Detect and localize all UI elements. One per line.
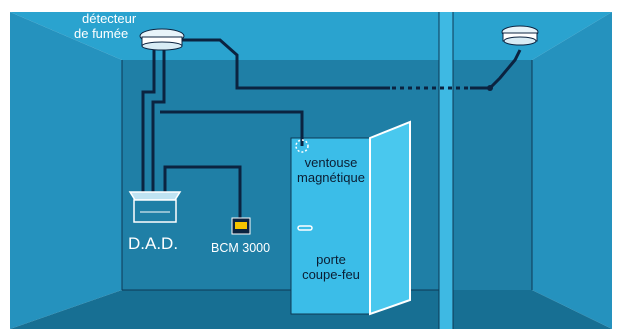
junction-dot [487,85,493,91]
magnet-label-line2: magnétique [297,169,365,185]
smoke-detector-left-icon [139,28,185,51]
smoke-detector-label-line1: détecteur [82,11,137,26]
right-room [452,12,612,329]
door-label: porte coupe-feu [292,252,370,283]
magnet-label-line1: ventouse [304,155,358,170]
dad-label: D.A.D. [128,234,179,253]
cable-detector-to-dad-1 [141,48,156,192]
door-handle-icon [297,225,313,231]
smoke-detector-label: détecteur de fumée [74,11,137,42]
cable-dad-to-magnet [160,110,304,146]
door-label-line1: porte [316,252,346,267]
right-room-back-wall [452,60,532,290]
bcm-label: BCM 3000 [211,241,271,255]
cables [141,38,522,218]
door-leaf-open [369,120,411,316]
fire-door [290,120,411,316]
left-room-left-wall [10,12,122,329]
right-room-floor [452,290,612,329]
left-room-ceiling [10,12,440,60]
smoke-detector-right-icon [501,25,539,46]
door-label-line2: coupe-feu [302,266,360,282]
bcm-unit-icon [231,217,251,235]
cable-detector-to-right [178,38,390,90]
cable-right-detector-feed [470,49,522,90]
magnet-label: ventouse magnétique [292,155,370,186]
right-room-right-wall [532,12,612,329]
smoke-detector-label-line2: de fumée [74,25,129,41]
cable-dad-to-bcm [163,165,242,218]
magnetic-holder-icon [295,139,309,153]
cable-detector-to-dad-2 [151,48,166,192]
dad-unit-icon [128,191,182,223]
cable-dotted-through-wall [392,85,493,91]
dividing-wall [439,12,453,329]
